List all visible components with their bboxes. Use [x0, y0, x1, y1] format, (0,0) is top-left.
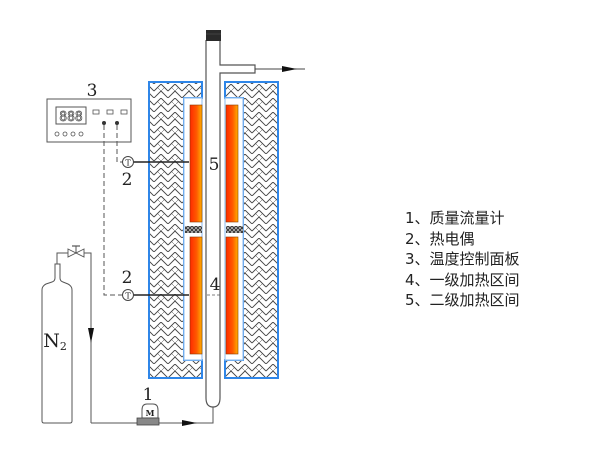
zone-separator-right: [226, 226, 243, 233]
temperature-control-panel: 888: [46, 98, 132, 143]
heater-lower-left: [189, 236, 203, 355]
zone-separator-left: [185, 226, 202, 233]
label-thermocouple-upper: 2: [122, 170, 133, 190]
heater-upper-left: [189, 104, 203, 223]
gas-valve: [56, 245, 92, 423]
label-flow-meter: 1: [143, 385, 154, 405]
cylinder-label: N2: [43, 330, 67, 353]
heater-upper-right: [225, 104, 239, 223]
mass-flow-meter: M: [136, 403, 160, 426]
label-zone-upper: 5: [209, 155, 220, 175]
panel-display: [55, 106, 87, 125]
reactor-tube: [205, 30, 256, 408]
legend-item-flow-meter: 1、质量流量计: [405, 209, 505, 227]
heater-lower-right: [225, 236, 239, 355]
thermocouple-upper: T: [122, 156, 189, 168]
legend-item-zone-1: 4、一级加热区间: [405, 270, 520, 289]
gas-feed-line: [91, 407, 214, 424]
panel-button-3: [120, 109, 128, 115]
legend-item-zone-2: 5、二级加热区间: [405, 291, 520, 309]
tube-cap: [206, 30, 221, 41]
flow-direction-arrow-down: [88, 328, 94, 343]
panel-display-digits: 888: [59, 110, 82, 125]
legend: 1、质量流量计 2、热电偶 3、温度控制面板 4、一级加热区间 5、二级加热区间: [405, 208, 520, 311]
legend-item-control-panel: 3、温度控制面板: [405, 250, 520, 268]
panel-button-2: [106, 109, 114, 115]
legend-item-thermocouple: 2、热电偶: [405, 229, 475, 248]
thermocouple-symbol: T: [125, 159, 131, 168]
panel-terminal-2: [115, 121, 119, 125]
nitrogen-cylinder: N2: [41, 263, 73, 424]
label-zone-lower: 4: [210, 275, 221, 295]
thermocouple-symbol: T: [125, 292, 131, 301]
thermocouple-lower: T: [122, 289, 189, 301]
signal-wire-upper: [116, 125, 122, 163]
signal-wire-lower: [103, 125, 122, 296]
flow-direction-arrow-right: [182, 420, 197, 426]
panel-terminal-1: [102, 121, 106, 125]
panel-button-1: [92, 109, 100, 115]
flow-meter-symbol: M: [146, 408, 155, 418]
label-thermocouple-lower: 2: [122, 268, 133, 288]
gas-outlet-arrow: [255, 66, 305, 72]
label-panel: 3: [87, 81, 98, 101]
